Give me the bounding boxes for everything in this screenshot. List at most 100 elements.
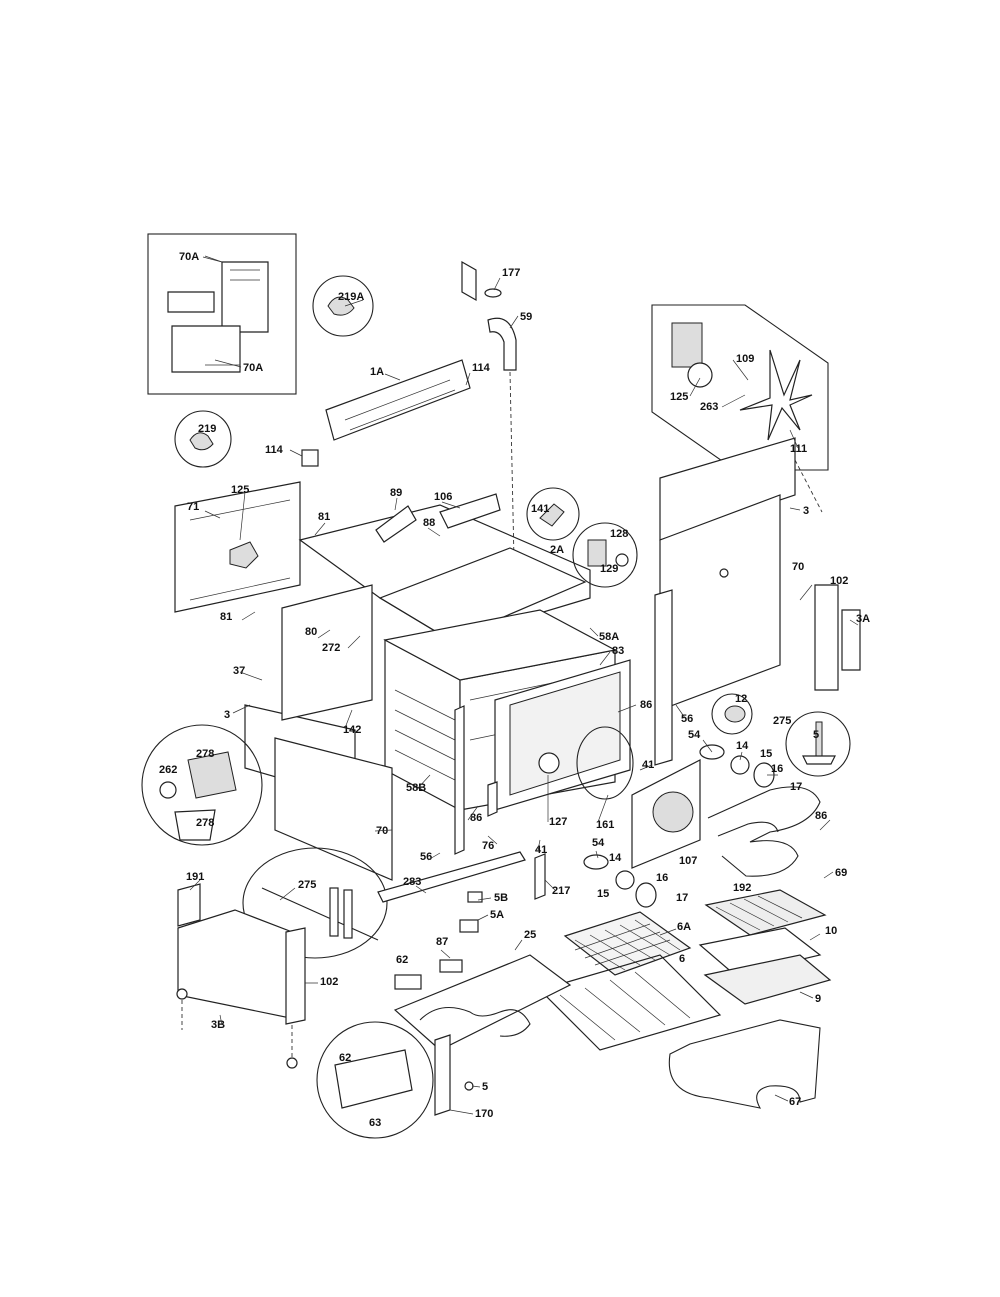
label-87: 87 (436, 936, 448, 948)
label-192: 192 (733, 882, 751, 894)
base-frame-3B (176, 883, 306, 1069)
label-86: 86 (470, 812, 482, 824)
oven-rack-6A (563, 911, 692, 976)
label-62: 62 (339, 1052, 351, 1064)
label-219A: 219A (338, 291, 364, 303)
label-70A: 70A (243, 362, 263, 374)
label-3: 3 (803, 505, 809, 517)
label-3A: 3A (856, 613, 870, 625)
label-17: 17 (676, 892, 688, 904)
label-191: 191 (186, 871, 204, 883)
label-278: 278 (196, 748, 214, 760)
label-89: 89 (390, 487, 402, 499)
label-70A: 70A (179, 251, 199, 263)
label-177: 177 (502, 267, 520, 279)
label-67: 67 (789, 1096, 801, 1108)
label-272: 272 (322, 642, 340, 654)
label-63: 63 (369, 1117, 381, 1129)
label-10: 10 (825, 925, 837, 937)
label-114: 114 (472, 362, 491, 374)
detail-circles-141-129 (526, 487, 638, 588)
label-114: 114 (265, 444, 284, 456)
label-14: 14 (609, 852, 622, 864)
label-25: 25 (524, 929, 536, 941)
oven-top-panel (298, 493, 591, 641)
broil-element-69 (707, 786, 821, 877)
frame-rails (377, 705, 634, 973)
label-263: 263 (700, 401, 718, 413)
label-141: 141 (531, 503, 549, 515)
oven-light-parts (583, 693, 775, 908)
bracket-170 (434, 1034, 474, 1116)
side-panel-71 (174, 481, 301, 613)
back-panel-70 (659, 437, 861, 711)
label-102: 102 (320, 976, 338, 988)
label-5: 5 (813, 729, 819, 741)
label-86: 86 (815, 810, 827, 822)
label-127: 127 (549, 816, 567, 828)
label-76: 76 (482, 840, 494, 852)
label-170: 170 (475, 1108, 493, 1120)
label-56: 56 (681, 713, 693, 725)
detail-circle-5 (785, 711, 851, 777)
label-16: 16 (656, 872, 668, 884)
label-217: 217 (552, 885, 570, 897)
label-275: 275 (773, 715, 791, 727)
detail-circle-62 (316, 974, 434, 1139)
detail-circle-219 (174, 410, 232, 468)
broiler-pan-set (698, 889, 832, 1005)
label-58B: 58B (406, 782, 426, 794)
label-278: 278 (196, 817, 214, 829)
label-128: 128 (610, 528, 628, 540)
label-275: 275 (298, 879, 316, 891)
front-panel-3 (244, 584, 393, 881)
label-3B: 3B (211, 1019, 225, 1031)
label-56: 56 (420, 851, 432, 863)
label-6: 6 (679, 953, 685, 965)
label-70: 70 (792, 561, 804, 573)
label-219: 219 (198, 423, 216, 435)
label-109: 109 (736, 353, 754, 365)
label-9: 9 (815, 993, 821, 1005)
label-161: 161 (596, 819, 614, 831)
label-59: 59 (520, 311, 532, 323)
label-62: 62 (396, 954, 408, 966)
label-16: 16 (771, 763, 783, 775)
label-15: 15 (597, 888, 609, 900)
detail-circle-278 (141, 724, 263, 846)
label-106: 106 (434, 491, 452, 503)
fan-cover-107 (631, 759, 701, 869)
label-14: 14 (736, 740, 749, 752)
label-1A: 1A (370, 366, 384, 378)
label-86: 86 (640, 699, 652, 711)
label-70: 70 (376, 825, 388, 837)
label-6A: 6A (677, 921, 691, 933)
label-83: 83 (612, 645, 624, 657)
convection-fan-assembly-box (651, 304, 829, 471)
label-58A: 58A (599, 631, 619, 643)
label-54: 54 (592, 837, 605, 849)
bottom-panel-25 (393, 954, 572, 1051)
vent-tube-59 (484, 288, 517, 561)
label-80: 80 (305, 626, 317, 638)
label-88: 88 (423, 517, 435, 529)
label-17: 17 (790, 781, 802, 793)
label-142: 142 (343, 724, 361, 736)
door-frame-83 (494, 589, 673, 811)
label-283: 283 (403, 876, 421, 888)
label-129: 129 (600, 563, 618, 575)
label-3: 3 (224, 709, 230, 721)
label-111: 111 (790, 443, 807, 455)
label-5: 5 (482, 1081, 488, 1093)
oven-rack-6 (538, 954, 722, 1051)
label-2A: 2A (550, 544, 564, 556)
detail-circle-219A (312, 275, 374, 337)
label-54: 54 (688, 729, 701, 741)
bake-element-67 (668, 1019, 821, 1109)
label-81: 81 (318, 511, 330, 523)
label-102: 102 (830, 575, 848, 587)
part-labels: 70A 70A 219A 177 59 1A 114 219 114 125 1… (159, 251, 870, 1129)
label-41: 41 (642, 759, 654, 771)
label-125: 125 (670, 391, 688, 403)
